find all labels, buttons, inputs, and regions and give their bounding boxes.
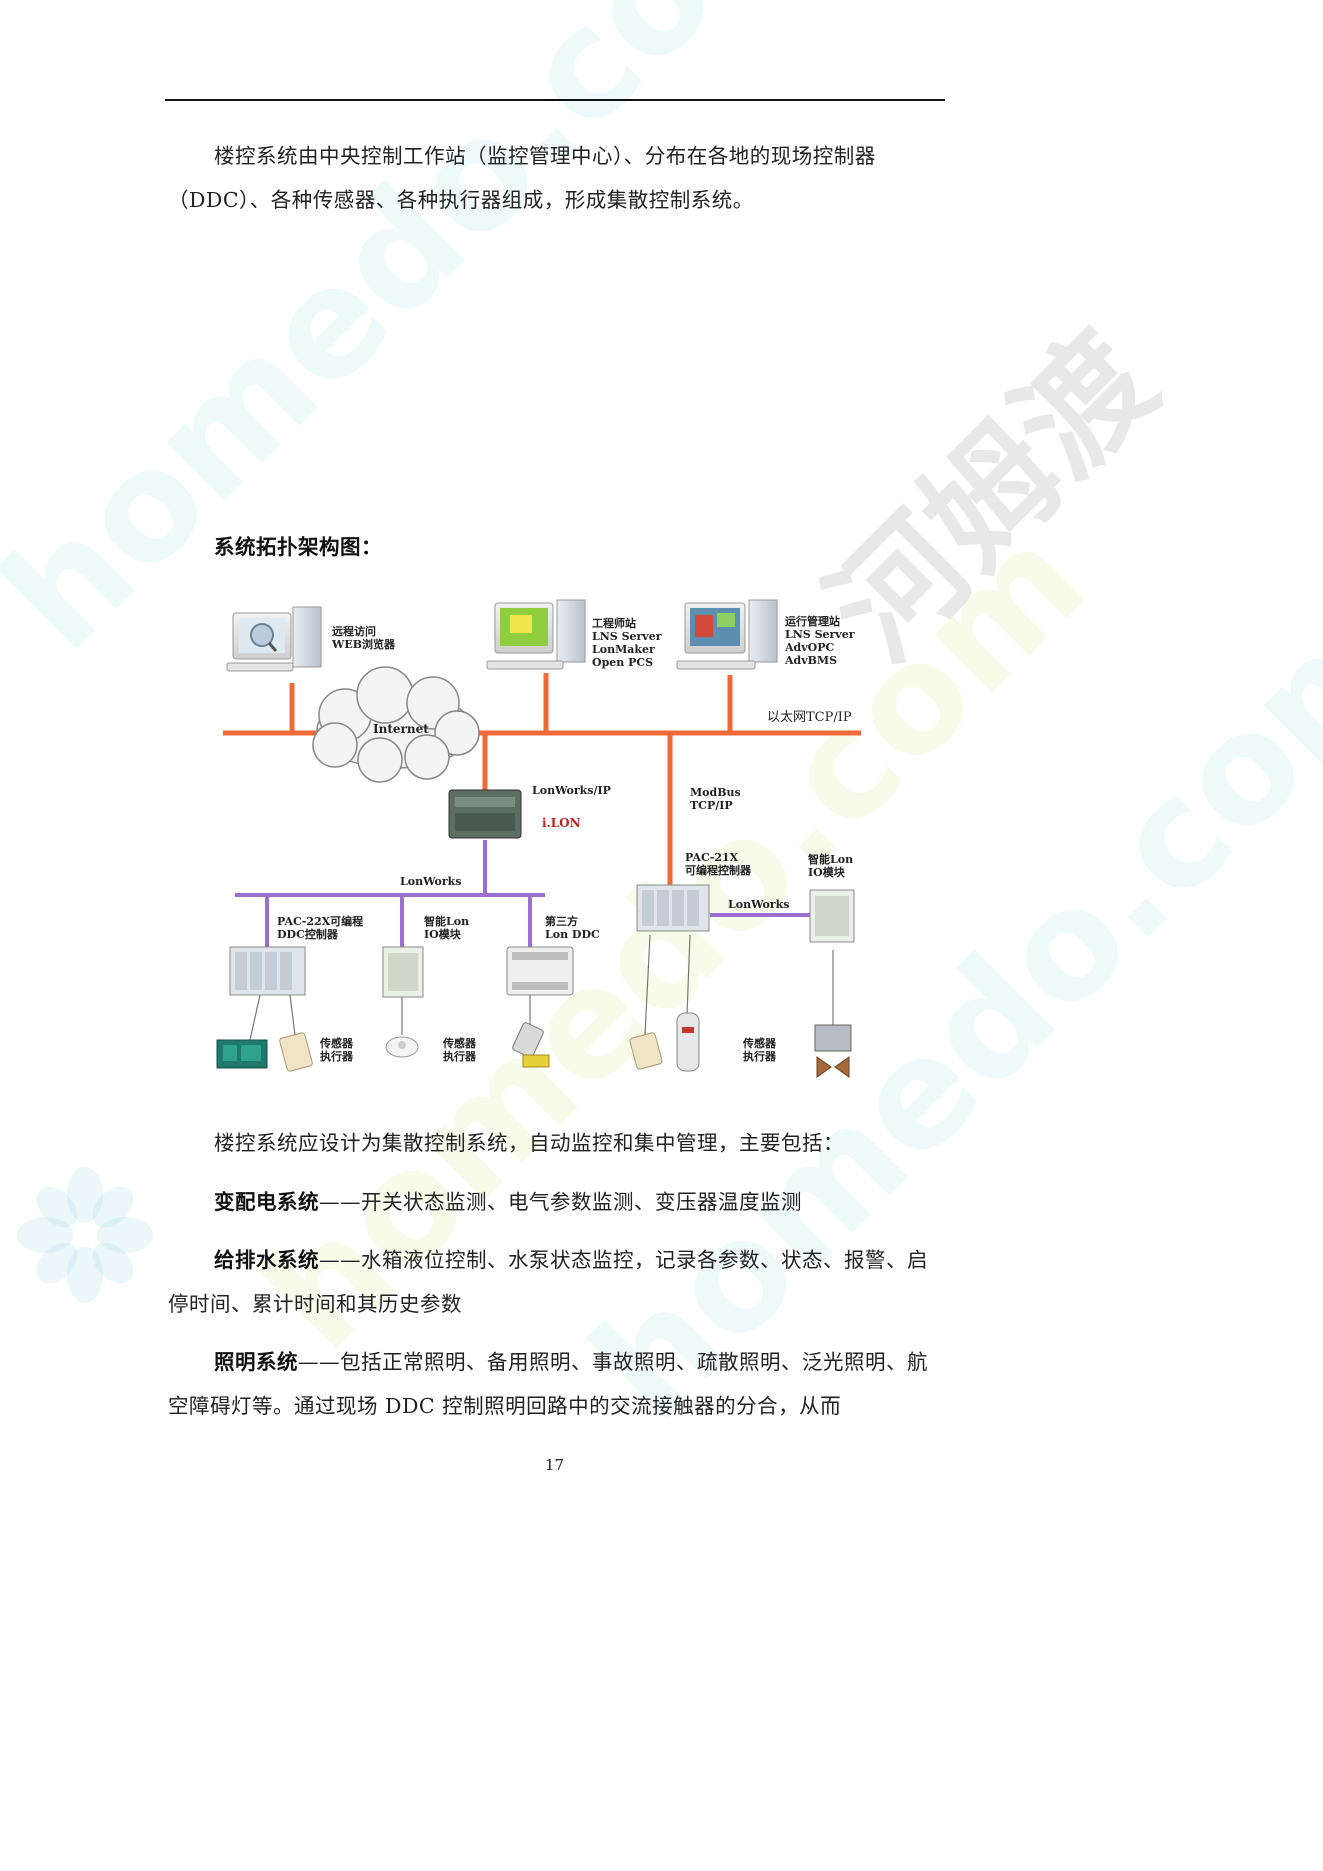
item2-title: 给排水系统 [214,1248,319,1272]
ilon-label: i.LON [542,816,581,830]
summary-paragraph: 楼控系统应设计为集散控制系统，自动监控和集中管理，主要包括： [214,1131,844,1155]
ilon-device [448,789,522,839]
pac22x-label-2: DDC控制器 [277,927,339,941]
remote-pc [226,606,322,672]
item1-text: ——开关状态监测、电气参数监测、变压器温度监测 [319,1190,802,1214]
magnifier-icon [250,623,274,647]
operation-label-2: LNS Server [785,628,855,641]
watermark-flower-icon [17,1167,153,1303]
operation-label-1: 运行管理站 [785,614,840,628]
third-party-label-1: 第三方 [545,914,578,928]
ethernet-label: 以太网TCP/IP [767,710,852,725]
water-heater-icon [676,1012,700,1072]
header-rule [165,99,945,101]
pac22x-controller [229,946,306,996]
remote-station-label-1: 远程访问 [332,624,376,638]
page-number: 17 [544,1456,565,1474]
smoke-detector-icon [385,1036,419,1058]
item3-title: 照明系统 [214,1350,298,1374]
lonworks-bus-label: LonWorks [400,875,461,888]
generator-icon [216,1039,268,1069]
lonworks-bus [235,840,810,947]
thermostat-icon-left [279,1032,313,1072]
operation-label-3: AdvOPC [784,641,834,654]
item-lighting: 照明系统——包括正常照明、备用照明、事故照明、疏散照明、泛光照明、航空障碍灯等。… [168,1340,944,1428]
modbus-label-2: TCP/IP [690,799,733,812]
thermostat-icon-right [629,1032,663,1070]
lonworks-ip-label: LonWorks/IP [532,784,611,797]
lon-io-right-module [809,889,855,943]
lon-io-label-2: IO模块 [424,927,462,941]
motorized-valve-icon [814,1024,852,1078]
engineer-label-4: Open PCS [592,656,653,669]
lon-io-right-label-2: IO模块 [808,865,846,879]
internet-cloud-icon [312,666,480,783]
device-wires [249,934,834,1041]
operation-label-4: AdvBMS [784,654,837,667]
engineer-label-2: LNS Server [592,630,662,643]
remote-station-label-2: WEB浏览器 [331,637,396,651]
item3-text: ——包括正常照明、备用照明、事故照明、疏散照明、泛光照明、航空障碍灯等。通过现场… [168,1350,928,1418]
lonworks-right-label: LonWorks [728,898,789,911]
pac21x-label-2: 可编程控制器 [685,863,752,877]
sensor-label-1b: 执行器 [320,1049,354,1063]
item-power-distribution: 变配电系统——开关状态监测、电气参数监测、变压器温度监测 [168,1180,944,1224]
sensor-label-2a: 传感器 [442,1036,477,1050]
third-party-label-2: Lon DDC [545,928,600,941]
intro-paragraph: 楼控系统由中央控制工作站（监控管理中心）、分布在各地的现场控制器 （DDC）、各… [168,134,944,222]
pac21x-label-1: PAC-21X [685,851,739,864]
pac22x-label-1: PAC-22X可编程 [277,914,363,928]
engineer-pc [486,599,586,670]
lon-io-right-label-1: 智能Lon [808,852,853,866]
ethernet-bus [223,673,861,885]
intro-line-1: 楼控系统由中央控制工作站（监控管理中心）、分布在各地的现场控制器 [214,144,876,168]
lon-io-label-1: 智能Lon [424,914,469,928]
sensor-label-3b: 执行器 [743,1049,777,1063]
modbus-label-1: ModBus [690,786,741,799]
sensor-label-3a: 传感器 [742,1036,777,1050]
watermark-site-1: homedo.com [0,0,860,684]
engineer-label-1: 工程师站 [592,616,636,630]
item-water-supply: 给排水系统——水箱液位控制、水泵状态监控，记录各参数、状态、报警、启停时间、累计… [168,1238,944,1326]
engineer-label-3: LonMaker [592,643,655,656]
sensor-label-1a: 传感器 [319,1036,354,1050]
item2-text: ——水箱液位控制、水泵状态监控，记录各参数、状态、报警、启停时间、累计时间和其历… [168,1248,928,1316]
operation-pc [676,599,778,670]
intro-line-2: （DDC）、各种传感器、各种执行器组成，形成集散控制系统。 [168,188,754,212]
internet-label: Internet [373,722,429,736]
sensor-label-2b: 执行器 [443,1049,477,1063]
pac21x-controller [636,884,710,932]
figure-caption: 系统拓扑架构图： [214,535,382,559]
item1-title: 变配电系统 [214,1190,319,1214]
third-party-ddc [506,946,574,996]
valve-actuator-icon [512,1022,550,1068]
lon-io-module [382,946,424,998]
topology-diagram: 远程访问 WEB浏览器 工程师站 LNS Server LonMaker Ope… [216,599,861,1078]
